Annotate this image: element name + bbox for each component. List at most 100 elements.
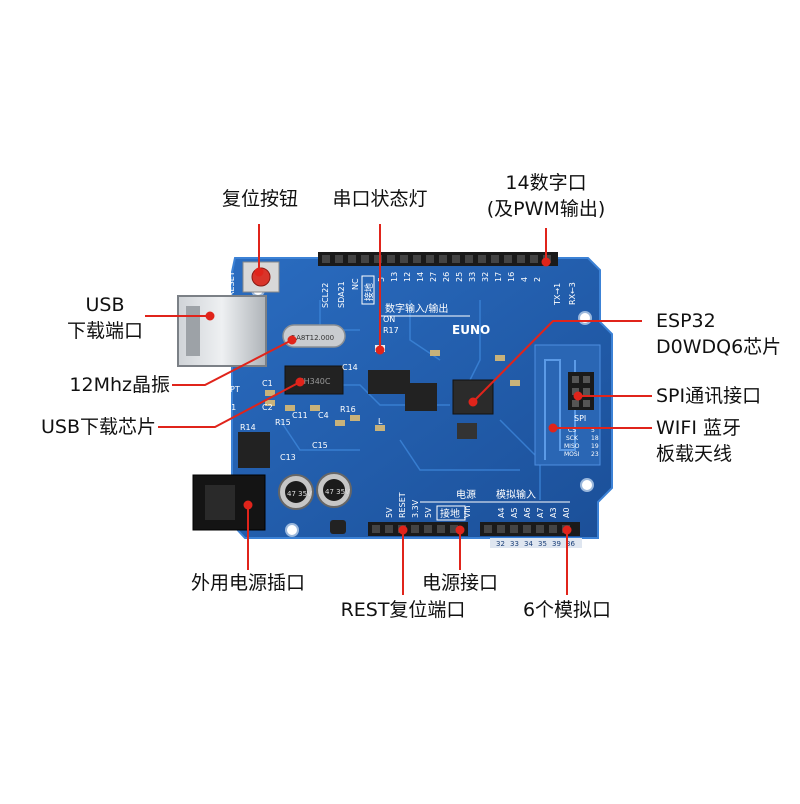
pin-label: 5V <box>424 507 433 518</box>
antenna-trace <box>544 359 576 460</box>
pin-label: 32 <box>481 272 490 282</box>
mount-hole <box>580 478 594 492</box>
pin-label: RESET <box>398 492 407 518</box>
spi-pin-label: MOSI <box>564 451 580 458</box>
pin-label: A7 <box>536 507 545 518</box>
gnd-box <box>436 505 466 521</box>
pin-label: A0 <box>562 507 571 518</box>
spi-pin-num: 19 <box>591 443 599 450</box>
pin-label: SCL22 <box>321 283 330 308</box>
pin-label: 13 <box>390 272 399 282</box>
gnd-silk: 接地 <box>440 507 460 520</box>
spi-pin-num: 5 <box>591 427 595 434</box>
reset-button-body[interactable] <box>242 261 280 293</box>
callout-power-port: 电源接口 <box>421 572 498 594</box>
silk-d1: D1 <box>225 403 236 412</box>
pin-label: RX←3 <box>568 282 577 305</box>
leader-lines <box>145 224 652 595</box>
silk-c15: C15 <box>312 441 328 450</box>
pin-label: 4 <box>520 277 529 282</box>
analog-in-silk: 模拟输入 <box>496 488 536 501</box>
spi-pin-labels: CS SCK MISO MOSI 5 18 19 23 <box>564 427 599 458</box>
callout-crystal: 12Mhz晶振 <box>69 374 170 396</box>
leader-crystal <box>172 339 293 386</box>
pin-label: A5 <box>510 507 519 518</box>
pin-label: Vin <box>463 505 472 518</box>
spi-pin-num: 23 <box>591 451 599 458</box>
pin-label: NC <box>351 278 360 290</box>
silk-pt: PT <box>230 385 240 394</box>
pin-label: TX→1 <box>553 283 562 306</box>
mount-hole <box>578 311 592 325</box>
brand-silk: EUNO <box>452 323 490 337</box>
pin-label: 14 <box>416 272 425 282</box>
crystal-marking: F.A8T12.000 <box>291 334 334 342</box>
silk-r14: R14 <box>240 423 256 432</box>
pin-label: SDA21 <box>337 281 346 308</box>
component-silk: PT C1 C2 C11 C4 C14 R16 R14 R15 C13 C15 … <box>225 315 399 462</box>
pin-label: A3 <box>549 507 558 518</box>
spi-pin-label: MISO <box>564 443 580 450</box>
gpio-label: 36 <box>566 540 575 548</box>
esp32-chip <box>452 379 494 415</box>
pin-label: A6 <box>523 507 532 518</box>
silk-c13: C13 <box>280 453 296 462</box>
gnd-top-box <box>361 275 375 305</box>
silk-c2: C2 <box>262 403 273 412</box>
cap-small <box>330 520 346 534</box>
pin-label: 12 <box>403 272 412 282</box>
gpio-label: 32 <box>496 540 505 548</box>
pin-label: A4 <box>497 507 506 518</box>
callout-ext-power: 外用电源插口 <box>190 572 305 594</box>
pin-label: 3.3V <box>411 499 420 518</box>
silk-c14: C14 <box>342 363 358 372</box>
pin-label: 17 <box>494 272 503 282</box>
pin-label: 33 <box>468 272 477 282</box>
pin-label: 2 <box>533 277 542 282</box>
callout-analog-port: 6个模拟口 <box>522 599 612 621</box>
analog-header-labels: A4 A5 A6 A7 A3 A0 <box>497 507 571 518</box>
esp32-flash <box>457 423 477 439</box>
silk-r16: R16 <box>340 405 356 414</box>
leader-esp32 <box>472 320 642 403</box>
pin-label: 5V <box>385 507 394 518</box>
spi-header <box>568 372 594 410</box>
callout-usb-l2: 下载端口 <box>66 320 143 342</box>
mount-hole <box>285 523 299 537</box>
callout-digital-l2: (及PWM输出) <box>486 198 606 220</box>
callout-wifi-l1: WIFI 蓝牙 <box>656 417 741 439</box>
callout-serial-led: 串口状态灯 <box>332 188 428 210</box>
callout-digital-l1: 14数字口 <box>505 172 587 194</box>
callout-usb-chip: USB下载芯片 <box>40 416 156 438</box>
pin-label: 16 <box>507 272 516 282</box>
callout-wifi-l2: 板载天线 <box>656 443 733 465</box>
silk-on: ON <box>383 315 395 324</box>
cap-1-top <box>285 481 307 503</box>
cap-2-marking: 47 35V <box>325 488 350 496</box>
gpio-label: 34 <box>524 540 533 548</box>
reset-silk: RESET <box>227 271 236 297</box>
digital-io-silk: 数字输入/输出 <box>385 302 448 315</box>
spi-pins <box>572 376 590 407</box>
gpio-label: 39 <box>552 540 561 548</box>
silk-c11: C11 <box>292 411 308 420</box>
gpio-label: 33 <box>510 540 519 548</box>
silk-r17: R17 <box>383 326 399 335</box>
callout-rest-port: REST复位端口 <box>340 599 466 621</box>
usb-chip-marking: CH340C <box>298 377 331 386</box>
analog-gpio-labels: 32 33 34 35 39 36 <box>490 538 582 548</box>
passives <box>265 350 520 431</box>
cap-1-marking: 47 35V <box>287 490 312 498</box>
power-header-labels: 5V RESET 3.3V 5V Vin <box>385 492 472 518</box>
digital-header-pins <box>322 255 551 263</box>
vreg-small <box>238 432 270 468</box>
callout-spi: SPI通讯接口 <box>656 385 762 407</box>
spi-pin-num: 18 <box>591 435 599 442</box>
silk-c4: C4 <box>318 411 329 420</box>
silk-l: L <box>378 417 383 426</box>
top-header-labels: SCL22 SDA21 NC 5 13 12 14 27 26 25 33 32… <box>321 272 577 308</box>
silk-c1: C1 <box>262 379 273 388</box>
callout-esp32-l2: D0WDQ6芯片 <box>656 336 782 358</box>
